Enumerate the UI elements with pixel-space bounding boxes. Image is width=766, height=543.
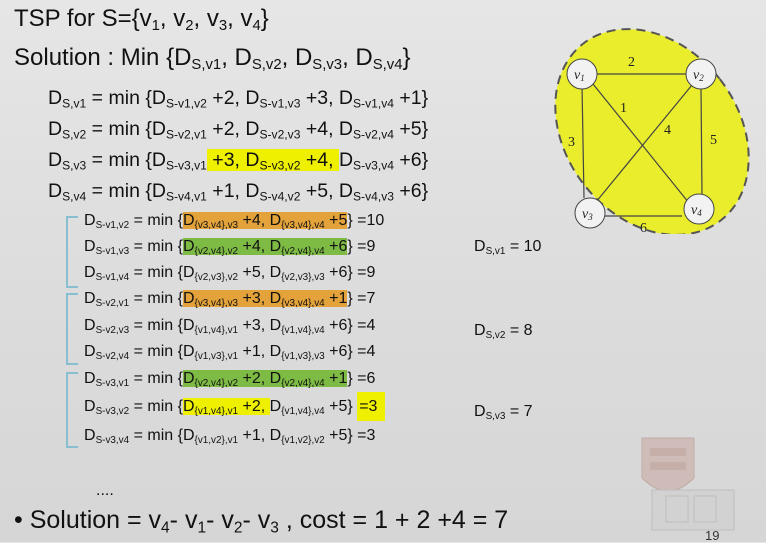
tsp-graph: v1 v2 v3 v4 2 1 4 5 3 6 bbox=[554, 28, 750, 234]
weight-v1-v3: 3 bbox=[568, 135, 575, 150]
weight-v1-v2: 2 bbox=[628, 55, 635, 70]
svg-text:v2: v2 bbox=[693, 68, 704, 83]
svg-text:v1: v1 bbox=[574, 68, 585, 83]
edge-v1-v3 bbox=[581, 84, 585, 199]
highlight-orange: D{v3,v4},v3 +4, D{v3,v4},v4 +5 bbox=[182, 212, 348, 231]
subequation-v2-v1: DS-v2,v1 = min {D{v3,v4},v3 +3, D{v3,v4}… bbox=[84, 290, 376, 309]
result-ds-v1: DS,v1 = 10 bbox=[474, 238, 542, 257]
group-bracket-v2 bbox=[66, 293, 78, 365]
highlight-yellow-result: =3 bbox=[357, 392, 386, 421]
solution-bullet: • Solution = v4- v1- v2- v3 , cost = 1 +… bbox=[14, 506, 509, 537]
highlight-green: D{v2,v4},v2 +2, D{v2,v4},v4 +1 bbox=[182, 370, 348, 389]
group-bracket-v1 bbox=[66, 216, 78, 288]
equation-ds-v1: DS,v1 = min {DS-v1,v2 +2, DS-v1,v3 +3, D… bbox=[48, 87, 429, 111]
edge-v2-v3 bbox=[595, 84, 693, 203]
weight-v2-v4: 5 bbox=[710, 133, 717, 148]
weight-v3-v4: 6 bbox=[640, 221, 647, 234]
equation-ds-v4: DS,v4 = min {DS-v4,v1 +1, DS-v4,v2 +5, D… bbox=[48, 180, 429, 204]
subequation-v2-v3: DS-v2,v3 = min {D{v1,v4},v1 +3, D{v1,v4}… bbox=[84, 317, 376, 336]
highlight-green: D{v2,v4},v2 +4, D{v2,v4},v4 +6 bbox=[182, 238, 348, 257]
group-bracket-v3 bbox=[66, 372, 78, 448]
highlight-yellow: D{v1,v4},v1 +2, bbox=[182, 398, 270, 417]
node-v3 bbox=[574, 197, 606, 229]
slide-title: TSP for S={v1, v2, v3, v4} bbox=[14, 5, 269, 35]
subequation-v3-v1: DS-v3,v1 = min {D{v2,v4},v2 +2, D{v2,v4}… bbox=[84, 370, 376, 389]
subequation-v1-v2: DS-v1,v2 = min {D{v3,v4},v3 +4, D{v3,v4}… bbox=[84, 212, 385, 231]
node-v2 bbox=[685, 58, 717, 90]
ellipsis: .... bbox=[96, 482, 114, 499]
weight-v2-v3: 4 bbox=[664, 123, 671, 138]
university-seal-watermark bbox=[641, 437, 735, 531]
weight-v1-v4: 1 bbox=[620, 101, 627, 116]
subequation-v2-v4: DS-v2,v4 = min {D{v1,v3},v1 +1, D{v1,v3}… bbox=[84, 343, 376, 362]
equation-ds-v3: DS,v3 = min {DS-v3,v1 +3, DS-v3,v2 +4, D… bbox=[48, 149, 429, 173]
equation-ds-v2: DS,v2 = min {DS-v2,v1 +2, DS-v2,v3 +4, D… bbox=[48, 118, 429, 142]
subequation-v3-v2: DS-v3,v2 = min {D{v1,v4},v1 +2, D{v1,v4}… bbox=[84, 392, 386, 421]
subequation-v3-v4: DS-v3,v4 = min {D{v1,v2},v1 +1, D{v1,v2}… bbox=[84, 427, 376, 446]
edge-v2-v4 bbox=[700, 87, 703, 195]
node-v1 bbox=[566, 58, 598, 90]
svg-text:v4: v4 bbox=[691, 203, 702, 218]
page-number: 19 bbox=[705, 528, 720, 543]
result-ds-v2: DS,v2 = 8 bbox=[474, 322, 533, 341]
highlight-yellow: +3, DS-v3,v2 +4, bbox=[206, 149, 339, 173]
result-ds-v3: DS,v3 = 7 bbox=[474, 403, 533, 422]
highlight-orange: D{v3,v4},v3 +3, D{v3,v4},v4 +1 bbox=[182, 290, 348, 309]
subequation-v1-v3: DS-v1,v3 = min {D{v2,v4},v2 +4, D{v2,v4}… bbox=[84, 238, 376, 257]
subequation-v1-v4: DS-v1,v4 = min {D{v2,v3},v2 +5, D{v2,v3}… bbox=[84, 264, 376, 283]
svg-text:v3: v3 bbox=[582, 207, 593, 222]
edge-v1-v4 bbox=[592, 83, 690, 204]
solution-line: Solution : Min {DS,v1, DS,v2, DS,v3, DS,… bbox=[14, 44, 411, 74]
node-v4 bbox=[683, 193, 715, 225]
